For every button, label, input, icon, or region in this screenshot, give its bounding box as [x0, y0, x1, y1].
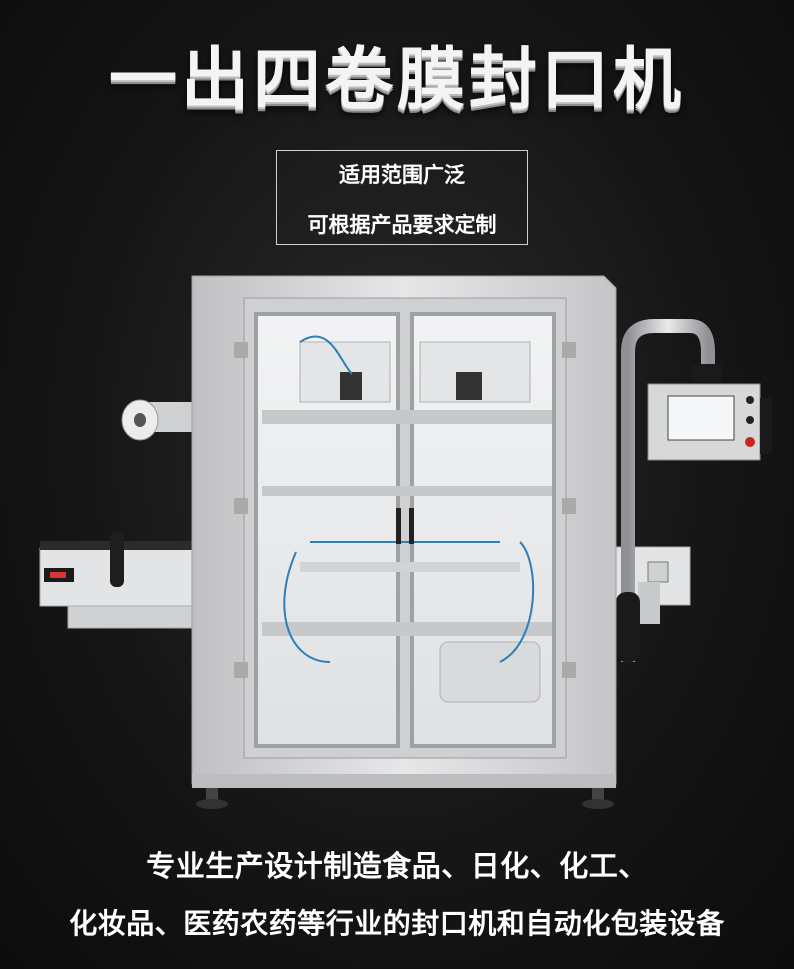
touch-panel	[647, 383, 772, 461]
sealing-machine-illustration	[39, 275, 772, 809]
left-conveyor	[39, 532, 196, 629]
feature-line-2: 可根据产品要求定制	[307, 213, 497, 237]
machine-feet	[196, 788, 614, 809]
description-line-1: 专业生产设计制造食品、日化、化工、	[146, 849, 648, 883]
control-arm	[616, 319, 722, 662]
feature-line-1: 适用范围广泛	[339, 163, 465, 187]
feature-box: 适用范围广泛 可根据产品要求定制	[276, 150, 528, 245]
page-title: 一出四卷膜封口机	[108, 41, 685, 120]
cabinet	[191, 275, 617, 788]
film-roll	[121, 399, 200, 441]
description-line-2: 化妆品、医药农药等行业的封口机和自动化包装设备	[69, 907, 725, 940]
